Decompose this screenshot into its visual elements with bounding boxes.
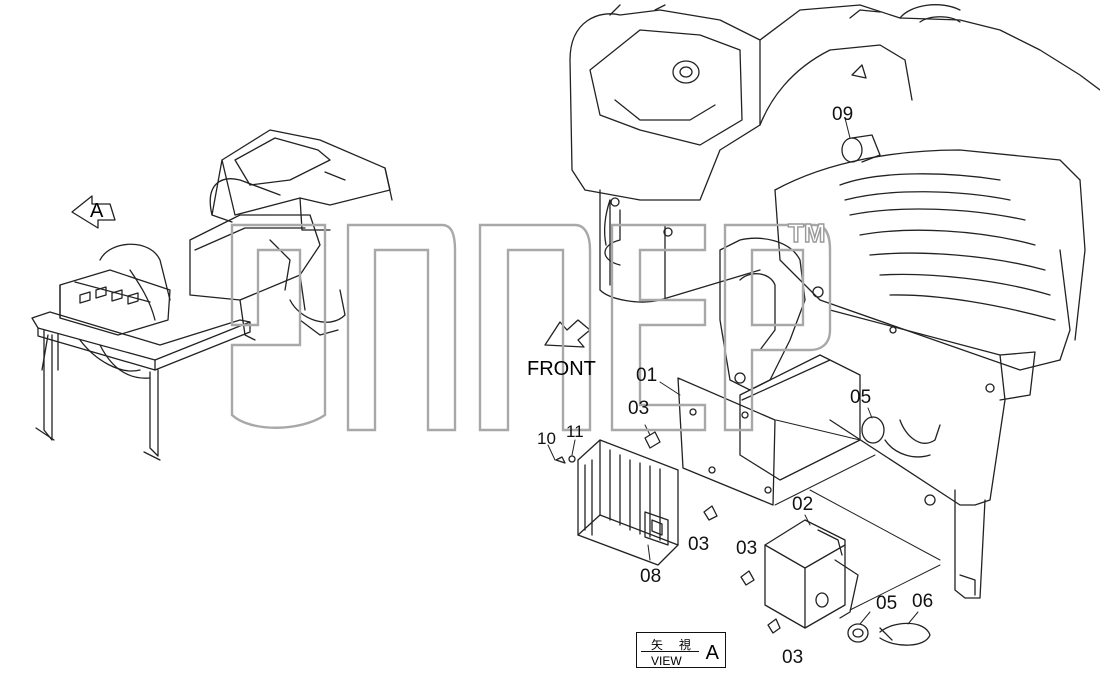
cable-band-06: [879, 622, 931, 646]
grommet-05-lower: [847, 623, 869, 643]
callout-08: 08: [640, 566, 662, 587]
mounting-plate-01: [677, 359, 831, 506]
bolts: [555, 431, 781, 634]
controller-heatsink-08: [577, 439, 679, 566]
view-arrow-shape: [71, 195, 116, 229]
callout-02: 02: [792, 494, 814, 515]
plug-09: [841, 134, 881, 163]
callout-10: 10: [537, 429, 556, 448]
callout-03-b: 03: [688, 534, 710, 555]
callout-05-lower: 05: [876, 593, 898, 614]
cabin-body: [569, 4, 1100, 599]
front-arrow-shape: [544, 319, 591, 348]
view-label-jp: 矢 視: [651, 638, 697, 652]
callout-03-c: 03: [736, 538, 758, 559]
callout-09: 09: [832, 104, 854, 125]
callout-05-upper: 05: [850, 387, 872, 408]
view-label-en: VIEW: [651, 654, 682, 668]
watermark-tm: TM: [787, 217, 826, 248]
machine-overview: [31, 129, 393, 461]
callout-01: 01: [636, 365, 658, 386]
view-a-label-box: 矢 視 VIEW A: [636, 632, 726, 668]
callout-03-a: 03: [628, 398, 650, 419]
callout-11: 11: [566, 422, 584, 441]
cover-box-02: [764, 519, 859, 629]
callout-06: 06: [912, 591, 934, 612]
view-arrow-label: A: [90, 200, 104, 222]
view-label-divider: [641, 651, 699, 652]
view-label-letter: A: [705, 642, 719, 664]
callout-03-d: 03: [782, 647, 804, 668]
front-label: FRONT: [527, 358, 596, 380]
grommet-05-upper: [861, 416, 885, 444]
